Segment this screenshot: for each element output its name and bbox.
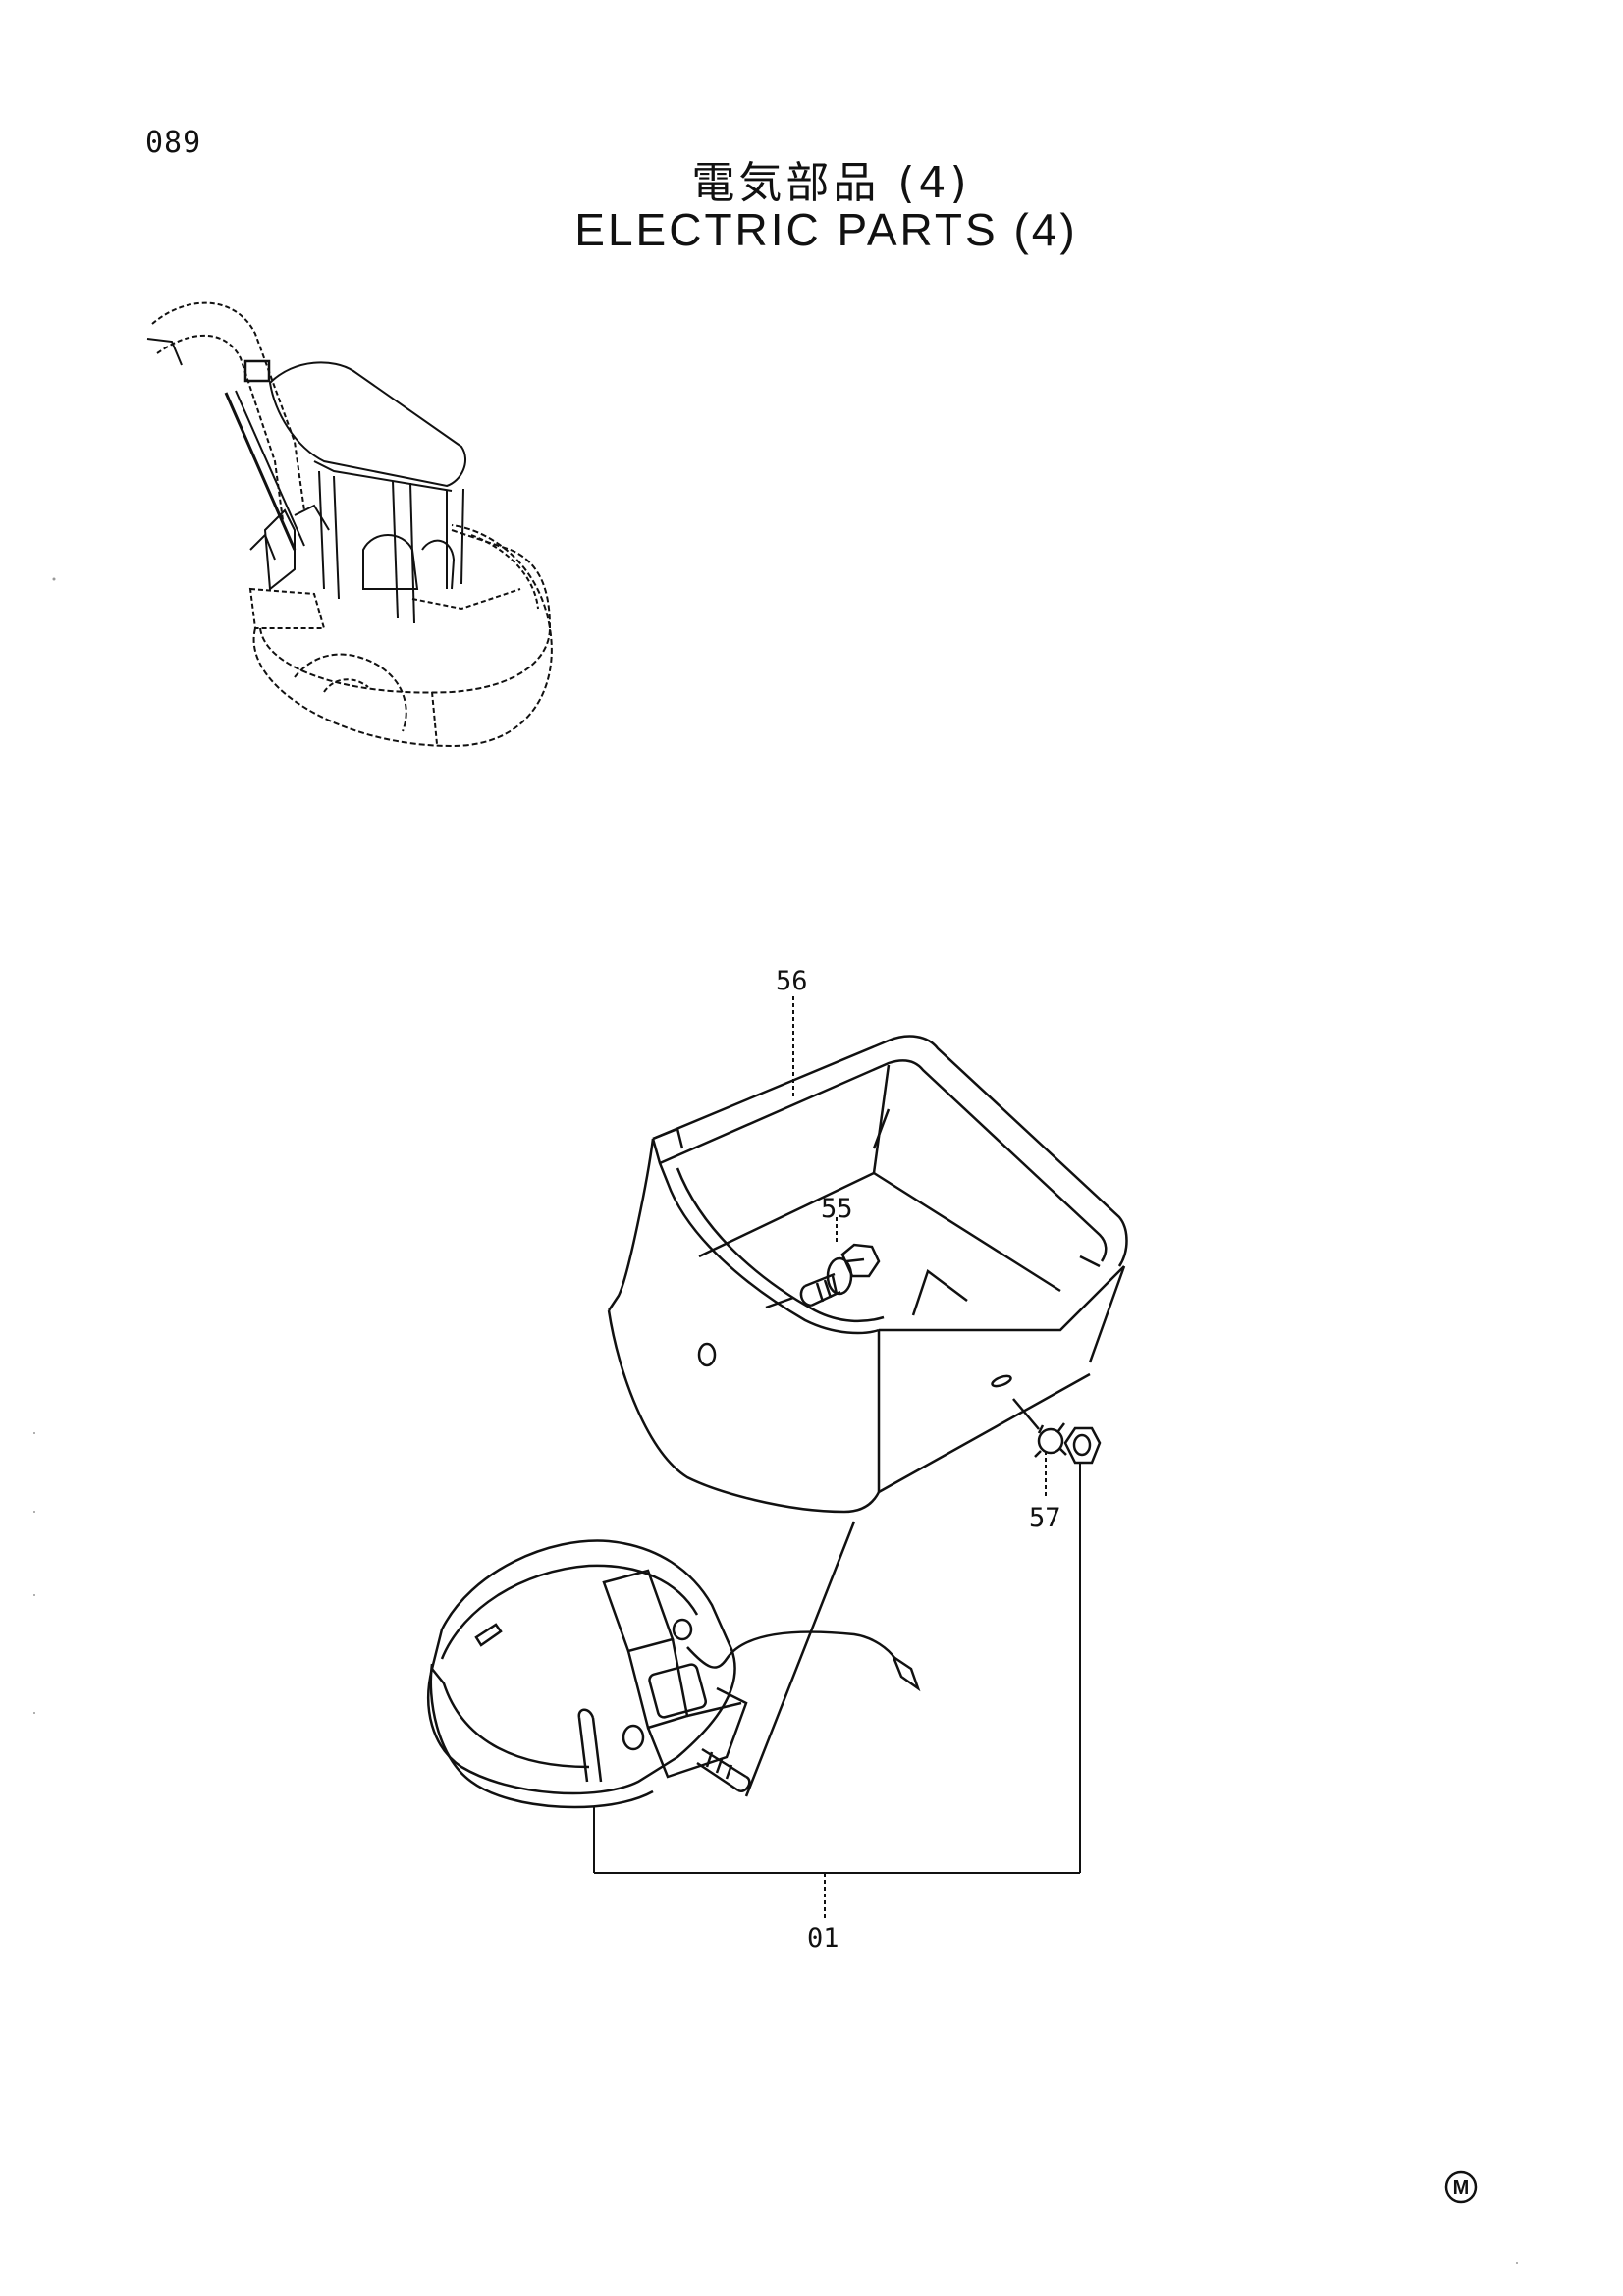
excavator-overview-illustration	[146, 301, 553, 748]
bolt-part	[765, 1243, 881, 1309]
nut-and-lockwasher	[1012, 1398, 1102, 1465]
page-title-japanese: 電気部品 (4)	[691, 158, 971, 208]
page-title-english: ELECTRIC PARTS (4)	[574, 204, 1078, 255]
maker-mark-icon: M	[1444, 2170, 1478, 2204]
callout-56: 56	[776, 966, 808, 996]
scan-specks	[33, 577, 1518, 2264]
lamp-assembly	[427, 1521, 921, 1809]
maker-mark-letter: M	[1453, 2177, 1470, 2199]
callout-01: 01	[807, 1923, 839, 1953]
page-number: 089	[145, 126, 202, 160]
callout-57: 57	[1029, 1503, 1061, 1533]
callout-55: 55	[821, 1194, 853, 1224]
callout-leader-lines	[593, 996, 1081, 1919]
mounting-box	[607, 1035, 1128, 1514]
